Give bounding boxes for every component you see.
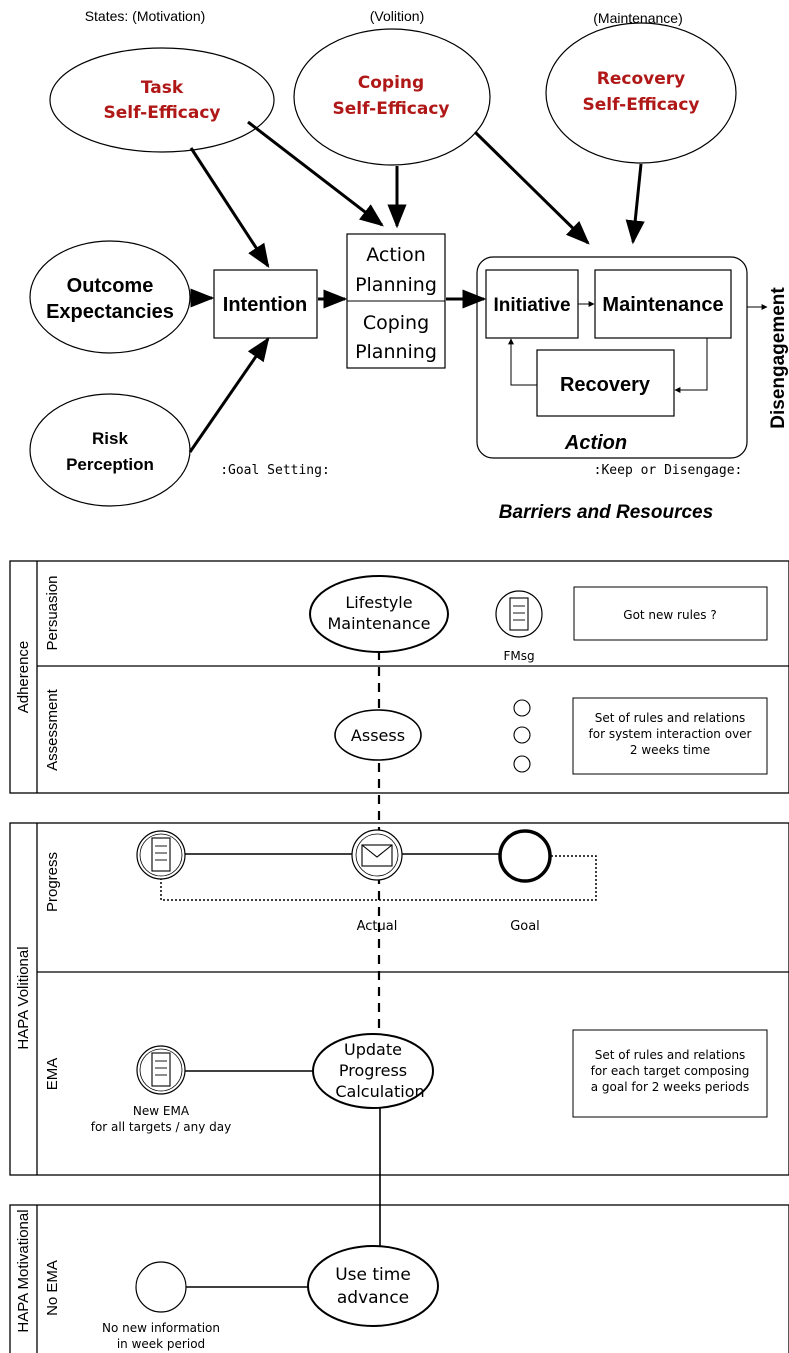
got-new-rules-annotation: Got new rules ? [573,586,768,641]
action-label: Action [564,432,627,454]
no-info-line1: No new information [102,1321,220,1335]
document-icon [151,837,171,872]
coping-self-efficacy-node: Coping Self-Efficacy [293,28,491,166]
rules-target-annotation: Set of rules and relations for each targ… [572,1029,768,1118]
disengagement-label: Disengagement [768,287,789,429]
update-line2: Progress [339,1061,407,1080]
goal-event: Goal [498,829,552,934]
stage-maintenance-label: (Maintenance) [593,10,683,26]
goal-setting-label: :Goal Setting: [220,463,330,478]
lane-progress-label: Progress [44,852,61,912]
keep-disengage-label: :Keep or Disengage: [594,463,743,478]
planning-node: Action Planning Coping Planning [346,233,446,369]
risk-perception-node: Risk Perception [29,393,191,507]
action-planning-line2: Planning [355,274,437,296]
maintenance-box [594,269,732,339]
outcome-line2: Expectancies [46,301,174,323]
use-time-advance-task: Use time advance [307,1245,439,1327]
risk-line1: Risk [92,429,128,448]
stage-volition-label: (Volition) [370,8,424,24]
recovery-se-line2: Self-Efficacy [582,95,699,115]
lifestyle-line2: Maintenance [327,614,430,633]
coping-se-line1: Coping [358,73,424,93]
stage-motivation-label: States: (Motivation) [85,8,206,24]
goal-label: Goal [510,919,540,934]
adherence-pool [9,560,789,794]
no-new-info-event: No new information in week period [102,1261,220,1351]
small-event-3 [513,755,531,773]
assess-label: Assess [351,726,405,745]
hapa-arrows [188,120,645,453]
new-ema-line2: for all targets / any day [91,1120,232,1134]
action-container: Initiative Maintenance Recovery Action [476,256,748,459]
new-ema-event: New EMA for all targets / any day [91,1045,232,1134]
initiative-label: Initiative [493,295,570,316]
rules-system-line3: 2 weeks time [630,743,710,757]
task-se-line2: Self-Efficacy [103,103,220,123]
rules-system-line2: for system interaction over [589,727,752,741]
task-se-line1: Task [141,78,184,98]
envelope-icon [361,844,393,867]
intention-node: Intention [213,269,318,339]
recovery-se-line1: Recovery [597,69,685,89]
lifestyle-line1: Lifestyle [345,593,412,612]
outcome-line1: Outcome [67,275,154,297]
got-new-rules-text: Got new rules ? [623,608,716,622]
rules-target-line3: a goal for 2 weeks periods [591,1080,749,1094]
motivational-pool [9,1204,789,1353]
document-icon [151,1052,171,1087]
fmsg-label: FMsg [503,649,534,663]
rules-target-line2: for each target composing [591,1064,750,1078]
coping-planning-line1: Coping [363,312,429,334]
volitional-pool [9,822,789,1176]
small-event-2 [513,726,531,744]
document-icon [509,597,529,631]
no-info-line2: in week period [117,1337,205,1351]
maintenance-label: Maintenance [602,294,723,316]
motivational-pool-label: HAPA Motivational [15,1209,32,1332]
rules-target-line1: Set of rules and relations [595,1048,746,1062]
progress-doc-event [136,830,186,880]
use-time-line2: advance [337,1288,409,1308]
action-planning-line1: Action [366,244,426,266]
adherence-pool-label: Adherence [15,641,32,714]
update-progress-task: Update Progress Calculation [312,1033,434,1109]
recovery-self-efficacy-node: Recovery Self-Efficacy [545,22,737,164]
lane-ema-label: EMA [44,1058,61,1091]
progress-dotted-loop [160,855,597,901]
task-self-efficacy-node: Task Self-Efficacy [49,47,275,153]
lifestyle-maintenance-task: Lifestyle Maintenance [309,575,449,653]
use-time-line1: Use time [335,1265,411,1285]
small-event-1 [513,699,531,717]
outcome-expectancies-node: Outcome Expectancies [29,240,191,354]
recovery-label: Recovery [560,374,651,396]
rules-system-line1: Set of rules and relations [595,711,746,725]
update-line1: Update [344,1040,402,1059]
update-line3: Calculation [335,1082,424,1101]
lane-no-ema-label: No EMA [44,1260,61,1316]
volitional-pool-label: HAPA Volitional [15,946,32,1049]
intention-label: Intention [223,294,307,316]
small-events-group [513,699,531,773]
recovery-box [536,349,675,417]
new-ema-line1: New EMA [133,1104,190,1118]
lane-persuasion-label: Persuasion [44,575,61,650]
actual-event: Actual [351,829,403,934]
barriers-resources-label: Barriers and Resources [499,502,713,523]
risk-line2: Perception [66,455,154,474]
coping-se-line2: Self-Efficacy [332,99,449,119]
coping-planning-line2: Planning [355,341,437,363]
assess-task: Assess [334,709,422,761]
rules-system-annotation: Set of rules and relations for system in… [572,697,768,775]
fmsg-event: FMsg [495,590,543,663]
actual-label: Actual [357,919,398,934]
lane-assessment-label: Assessment [44,688,61,771]
